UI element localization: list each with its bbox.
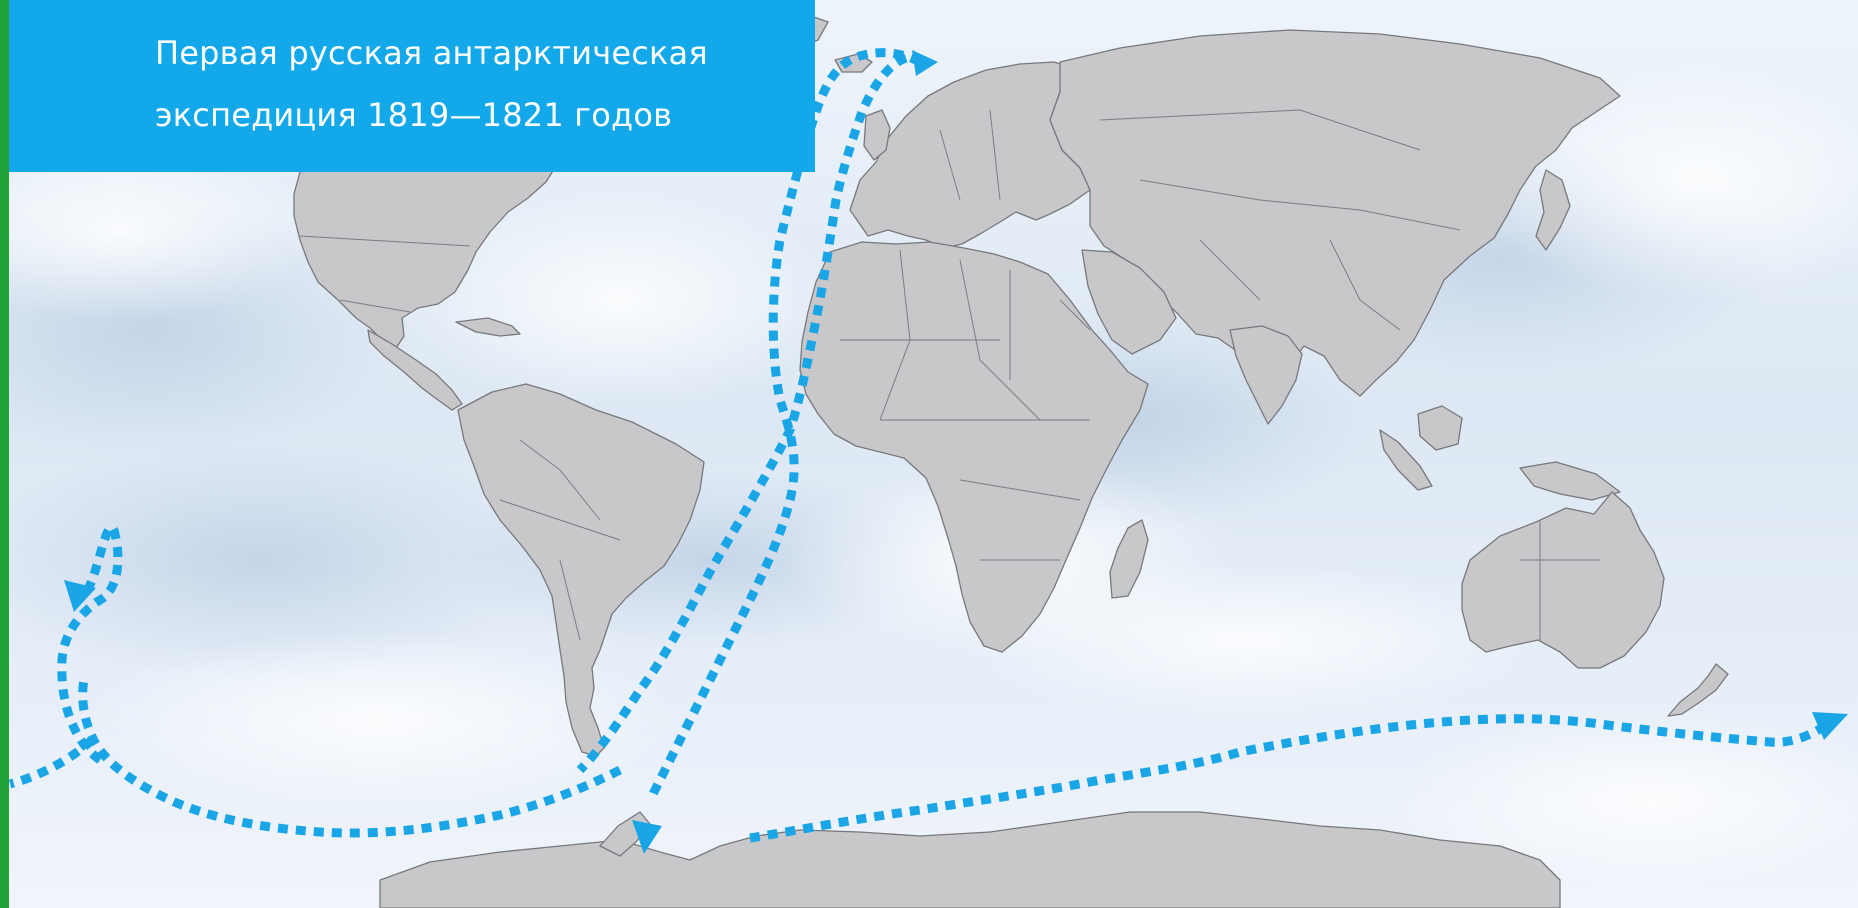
arabia [1081, 249, 1177, 355]
country-borders [299, 109, 1600, 641]
left-accent-strip [0, 0, 9, 908]
madagascar [1109, 519, 1149, 599]
route-western-exit [8, 736, 96, 789]
route-arrows [64, 50, 1848, 854]
asia [1049, 29, 1621, 397]
title-line-2: экспедиция 1819—1821 годов [155, 96, 673, 134]
arrow-northwest-icon [64, 580, 96, 612]
central-america [367, 329, 463, 411]
japan [1535, 169, 1571, 251]
cuba [455, 317, 521, 337]
expedition-routes [8, 48, 1831, 843]
new-zealand [1667, 663, 1729, 717]
indonesia-borneo [1417, 405, 1463, 451]
british-isles [863, 109, 891, 161]
route-southern-ocean-east [749, 714, 1831, 843]
south-america [457, 383, 705, 757]
india [1229, 325, 1303, 425]
continents [293, 5, 1729, 908]
indonesia-sumatra [1379, 429, 1433, 491]
title-box: Первая русская антарктическая экспедиция… [9, 0, 815, 172]
arrow-south-icon [632, 820, 662, 854]
australia [1461, 491, 1665, 669]
route-pacific-loop [57, 522, 123, 764]
route-outbound-atlantic [645, 48, 923, 803]
arrow-east-icon [1812, 712, 1848, 740]
africa [799, 241, 1149, 653]
arrow-north-icon [912, 50, 938, 76]
new-guinea [1519, 461, 1621, 501]
title-line-1: Первая русская антарктическая [155, 34, 708, 72]
route-pacific-west [78, 679, 623, 838]
